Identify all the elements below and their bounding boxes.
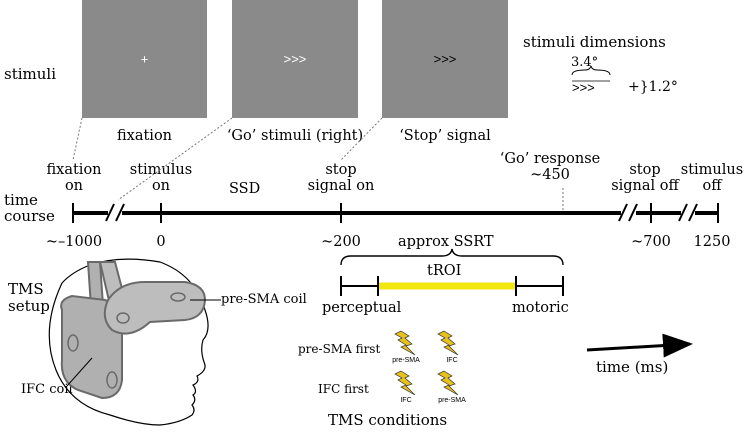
stimulus-off-label-2: off: [702, 178, 722, 194]
width-brace: [571, 65, 611, 76]
dimensions-title: stimuli dimensions: [523, 33, 666, 51]
lightning-bolt-icon: [394, 370, 416, 396]
pre-sma-coil-label: pre-SMA coil: [221, 292, 307, 307]
go-response-time: ~450: [530, 167, 570, 183]
dimension-arrows: >>>: [572, 80, 595, 95]
stop-signal-on-label-2: signal on: [307, 178, 375, 194]
break-3a: [678, 203, 688, 222]
break-2b: [628, 203, 638, 222]
ifc-coil-hole: [67, 334, 79, 352]
stop-signal-panel: >>>: [382, 0, 508, 118]
time-course-label-1: time: [4, 191, 38, 209]
ssrt-label: approx SSRT: [398, 234, 494, 250]
break-3b: [688, 203, 698, 222]
go-arrows: >>>: [283, 51, 307, 67]
fixation-on-label-2: on: [64, 178, 84, 194]
stop-signal-off-label-2: signal off: [611, 178, 679, 194]
tick-label-stop-off: ~700: [631, 234, 671, 250]
stop-signal-on-label-1: stop: [325, 162, 357, 178]
guide-fixation: [72, 117, 83, 161]
bolt-label-pre-sma-1: pre-SMA: [392, 357, 420, 364]
time-course-label-2: course: [4, 207, 55, 225]
tms-setup-label-2: setup: [8, 297, 50, 315]
time-arrow: [586, 333, 693, 358]
pre-sma-coil: [98, 261, 207, 335]
ifc-coil-hole: [106, 371, 118, 389]
stimulus-off-label-1: stimulus: [680, 162, 744, 178]
tms-conditions-title: TMS conditions: [328, 411, 448, 429]
pre-sma-coil-hole: [170, 292, 186, 302]
tick-label-zero: 0: [156, 234, 166, 250]
break-2a: [618, 203, 628, 222]
troi-label: tROI: [427, 263, 462, 279]
bolt-icons: [394, 330, 459, 396]
pre-sma-first-label: pre-SMA first: [298, 342, 381, 356]
go-stimulus-caption: ‘Go’ stimuli (right): [226, 128, 364, 144]
stimuli-label: stimuli: [4, 65, 57, 83]
bolt-label-pre-sma-2: pre-SMA: [438, 397, 466, 404]
break-1b: [115, 203, 125, 222]
fixation-cross: +: [140, 51, 149, 67]
tms-setup-label-1: TMS: [8, 280, 44, 298]
stimulus-on-label-1: stimulus: [129, 162, 193, 178]
fixation-on-label-1: fixation: [46, 162, 102, 178]
pre-sma-coil-hole: [116, 312, 130, 324]
break-1a: [105, 203, 115, 222]
go-stimulus-panel: >>>: [232, 0, 358, 118]
perceptual-label: perceptual: [322, 300, 402, 316]
stop-signal-caption: ‘Stop’ signal: [399, 128, 491, 144]
stop-signal-off-label-1: stop: [629, 162, 661, 178]
fixation-caption: fixation: [116, 128, 173, 144]
stimulus-on-label-2: on: [151, 178, 171, 194]
bolt-label-ifc-2: IFC: [400, 397, 412, 404]
guide-stop: [340, 117, 383, 161]
bolt-label-ifc-1: IFC: [446, 357, 458, 364]
ifc-first-label: IFC first: [318, 382, 369, 396]
dimension-height: +}1.2°: [628, 79, 678, 95]
guide-go: [117, 117, 233, 201]
tick-label-stop: ~200: [321, 234, 361, 250]
lightning-bolt-icon: [437, 330, 459, 356]
ifc-callout: [66, 357, 93, 387]
time-ms-label: time (ms): [596, 358, 669, 376]
lightning-bolt-icon: [394, 330, 416, 356]
fixation-panel: +: [82, 0, 207, 118]
ifc-coil-label: IFC coil: [21, 382, 73, 397]
head-outline: [48, 258, 209, 426]
go-response-label: ‘Go’ response: [499, 151, 601, 167]
motoric-label: motoric: [512, 300, 569, 316]
tick-label-end: 1250: [693, 234, 731, 250]
ssd-label: SSD: [229, 181, 261, 197]
ssrt-brace: [340, 248, 564, 266]
stop-arrows: >>>: [433, 51, 457, 67]
tick-label-fixation: ~–1000: [45, 234, 103, 250]
lightning-bolt-icon: [437, 370, 459, 396]
